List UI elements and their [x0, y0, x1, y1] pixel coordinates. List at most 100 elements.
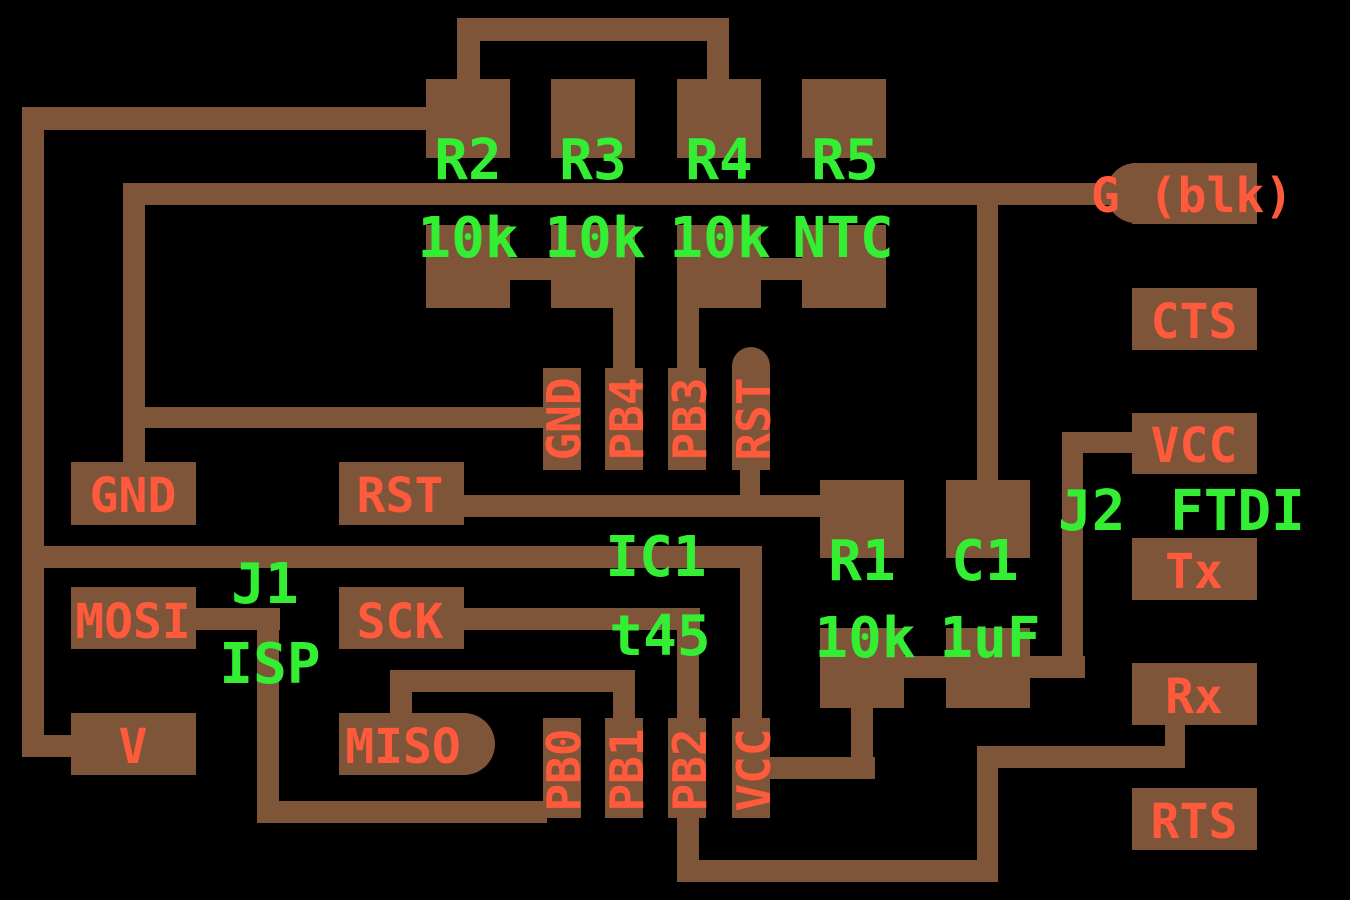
pad-ftdi-rx	[1132, 663, 1257, 725]
pad-r2-top	[426, 79, 510, 158]
j2-value-label: FTDI	[1170, 479, 1305, 544]
pad-ic-pb2	[668, 718, 706, 818]
pad-isp-mosi	[71, 587, 196, 649]
j1-ref-label: J1	[231, 552, 298, 617]
ftdi-rx-label: Rx	[1165, 669, 1223, 725]
ftdi-vcc-label: VCC	[1151, 418, 1238, 474]
pad-ic-vcc	[732, 718, 770, 818]
trace	[510, 258, 555, 280]
r1-value-label: 10k	[814, 606, 915, 671]
trace	[123, 183, 1123, 205]
pad-r1-bottom	[820, 628, 904, 708]
trace	[22, 107, 432, 130]
pad-isp-rst	[339, 462, 464, 525]
trace	[457, 18, 729, 41]
pad-ftdi-cts	[1132, 288, 1257, 350]
pad-c1-bottom	[946, 628, 1030, 708]
pad-ic-pb1	[605, 718, 643, 818]
c1-ref-label: C1	[951, 529, 1018, 594]
pad-r4-bottom	[677, 225, 761, 308]
r4-value-label: 10k	[669, 206, 770, 271]
trace	[390, 670, 635, 692]
trace	[1062, 432, 1083, 678]
r2-value-label: 10k	[417, 206, 518, 271]
pad-r4-top	[677, 79, 761, 158]
ftdi-rts-label: RTS	[1151, 794, 1238, 850]
r5-value-label: NTC	[792, 206, 893, 271]
pad-r1-top	[820, 480, 904, 558]
trace	[677, 300, 699, 375]
ic-pin-pb0-label: PB0	[537, 728, 591, 811]
trace	[740, 546, 762, 726]
trace	[460, 608, 700, 630]
pad-ftdi-g-round	[1106, 163, 1166, 223]
trace	[677, 608, 699, 723]
pad-r5-top	[802, 79, 886, 158]
r5-ref-label: R5	[811, 128, 878, 193]
trace	[977, 746, 998, 882]
trace	[613, 300, 635, 375]
pad-isp-v	[71, 713, 196, 775]
pad-r3-top	[551, 79, 635, 158]
trace	[257, 608, 279, 823]
trace	[613, 670, 635, 725]
trace	[761, 258, 806, 280]
trace	[22, 107, 44, 757]
pad-r2-bottom	[426, 225, 510, 308]
ic-pin-pb3-label: PB3	[663, 377, 717, 460]
ic-pin-pb1-label: PB1	[600, 728, 654, 811]
pad-ftdi-tx	[1132, 538, 1257, 600]
r3-ref-label: R3	[559, 128, 626, 193]
j1-value-label: ISP	[219, 632, 320, 697]
trace	[460, 495, 825, 517]
trace	[977, 183, 998, 483]
component-labels: R2 10k R3 10k R4 10k R5 NTC R1 10k C1 1u…	[219, 128, 1304, 697]
trace	[900, 656, 950, 678]
ic-pin-pb4-label: PB4	[600, 377, 654, 460]
pad-r3-bottom	[551, 225, 635, 308]
trace	[1062, 432, 1137, 453]
isp-v-label: V	[119, 719, 148, 775]
r1-ref-label: R1	[828, 529, 895, 594]
isp-sck-label: SCK	[357, 594, 444, 650]
ic-pin-rst-label: RST	[727, 377, 781, 460]
isp-rst-label: RST	[357, 468, 444, 524]
trace	[123, 183, 145, 468]
ic-pin-vcc-label: VCC	[727, 728, 781, 811]
pad-isp-sck	[339, 587, 464, 649]
ic-pin-pb2-label: PB2	[663, 728, 717, 811]
ic1-value-label: t45	[609, 604, 710, 669]
ic-pin-gnd-label: GND	[537, 377, 591, 460]
ftdi-tx-label: Tx	[1165, 544, 1223, 600]
pad-c1-top	[946, 480, 1030, 558]
trace	[851, 700, 873, 779]
pad-ic-pb3	[668, 368, 706, 470]
r4-ref-label: R4	[685, 128, 752, 193]
pad-ic-gnd	[543, 368, 581, 470]
r2-ref-label: R2	[434, 128, 501, 193]
copper-traces	[22, 18, 1185, 882]
isp-miso-label: MISO	[345, 719, 461, 775]
pad-isp-miso-round	[433, 713, 495, 775]
trace	[22, 546, 762, 568]
trace	[977, 746, 1185, 768]
j2-ref-label: J2	[1058, 479, 1125, 544]
trace	[1165, 720, 1185, 768]
pad-ic-rst-round	[732, 347, 770, 385]
c1-value-label: 1uF	[939, 606, 1040, 671]
trace	[707, 18, 729, 83]
pad-ic-pb0	[543, 718, 581, 818]
trace	[257, 801, 547, 823]
trace	[760, 757, 875, 779]
ftdi-g-label: G (blk)	[1091, 168, 1293, 224]
trace	[145, 407, 545, 428]
pad-ftdi-vcc	[1132, 413, 1257, 474]
trace	[677, 860, 997, 882]
isp-gnd-label: GND	[90, 468, 177, 524]
ftdi-cts-label: CTS	[1151, 294, 1238, 350]
r3-value-label: 10k	[544, 206, 645, 271]
ic1-ref-label: IC1	[605, 525, 706, 590]
trace	[22, 735, 82, 757]
isp-mosi-label: MOSI	[75, 594, 191, 650]
